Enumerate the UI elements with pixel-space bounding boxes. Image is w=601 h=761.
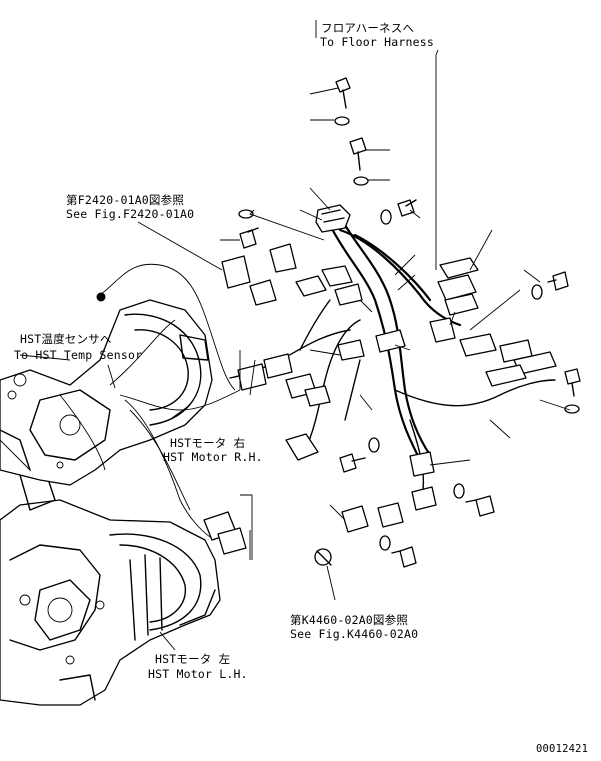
leader-lines (0, 87, 571, 651)
washer-5 (531, 284, 543, 300)
connector-h (459, 333, 497, 357)
connector-d (221, 255, 251, 289)
sensor-wires (59, 263, 241, 541)
clamp-sensor (341, 505, 369, 533)
connector-e (439, 257, 479, 279)
bolt-2 (349, 137, 367, 171)
connector-c (334, 283, 363, 306)
bracket-b (269, 243, 297, 273)
clamp-lower (409, 451, 435, 477)
connector-a (295, 275, 327, 297)
washer-6 (564, 404, 580, 414)
bracket-a (249, 279, 277, 306)
bolt-8 (465, 495, 495, 517)
connector-q (285, 433, 319, 461)
connector-o (263, 353, 293, 379)
bolt-6 (564, 368, 581, 397)
bolt-3 (397, 199, 417, 217)
label-fig-f2420-en: See Fig.F2420-01A0 (66, 207, 194, 221)
bolt-4 (239, 227, 259, 249)
connector-b (321, 265, 353, 287)
label-hst-temp-jp: HST温度センサへ (20, 332, 112, 346)
labels: フロアハーネスへ To Floor Harness 第F2420-01A0図参照… (14, 21, 588, 755)
label-floor-harness-jp: フロアハーネスへ (321, 21, 414, 35)
washer-1 (334, 116, 350, 126)
label-hst-temp-en: To HST Temp Sensor (14, 348, 142, 362)
label-hst-motor-rh-en: HST Motor R.H. (163, 450, 263, 464)
connectors (203, 204, 557, 566)
bolt-5 (547, 271, 569, 291)
washer-2 (353, 176, 369, 186)
bracket-c (411, 486, 437, 511)
label-fig-k4460-jp: 第K4460-02A0図参照 (290, 613, 408, 627)
connector-t (377, 502, 404, 528)
connector-g (444, 293, 479, 316)
washer-4 (238, 209, 254, 219)
bolt-7 (339, 453, 366, 473)
floor-harness-leader (315, 20, 439, 270)
label-hst-motor-lh-jp: HSTモータ 左 (155, 652, 230, 666)
label-fig-f2420-jp: 第F2420-01A0図参照 (66, 193, 184, 207)
clamp-top (315, 204, 351, 233)
connector-s (217, 527, 247, 555)
label-hst-motor-rh-jp: HSTモータ 右 (170, 436, 245, 450)
connector-k (485, 364, 527, 387)
hst-motor-rh (0, 299, 213, 486)
fasteners (96, 77, 581, 568)
clip-a (304, 385, 331, 407)
connector-l (375, 329, 406, 353)
connector-p (237, 363, 267, 391)
sensor-temp (96, 292, 106, 302)
label-hst-motor-lh-en: HST Motor L.H. (148, 667, 248, 681)
washer-7 (368, 437, 380, 453)
connector-m (337, 339, 365, 361)
washer-3 (380, 209, 392, 225)
washer-9 (379, 535, 391, 551)
bolt-9 (391, 546, 417, 568)
hst-motor-lh (0, 469, 221, 706)
label-fig-k4460-en: See Fig.K4460-02A0 (290, 627, 418, 641)
bolt-1 (335, 77, 351, 109)
drawing-number: 00012421 (536, 743, 588, 755)
clamp-right (429, 317, 456, 343)
label-floor-harness-en: To Floor Harness (320, 35, 434, 49)
connector-f (437, 274, 477, 301)
washer-8 (453, 483, 465, 499)
